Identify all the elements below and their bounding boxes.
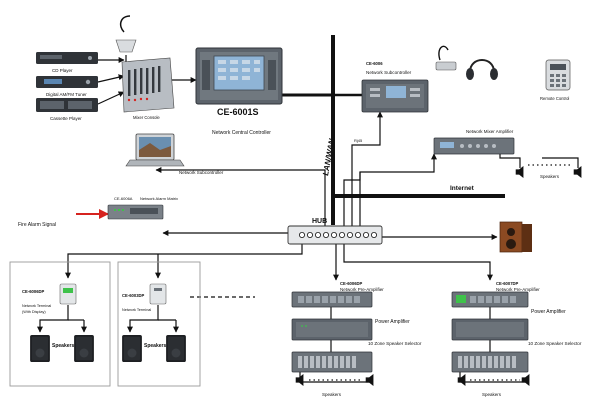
subctl-right-model: CE-6006 <box>366 61 383 66</box>
rj45-label: Rj45 <box>354 138 363 143</box>
mic-icon <box>115 15 137 53</box>
tuner: Digital AM/FM Tuner <box>36 76 98 97</box>
internet-label: Internet <box>450 185 475 192</box>
term2-name: Network Terminal <box>122 308 151 312</box>
controller-model: CE-6001S <box>217 107 259 117</box>
pre2-zone-label: 10 Zone Speaker Selector <box>528 341 582 346</box>
subcontroller-left-label: Network Subcontroller <box>179 170 224 175</box>
network-terminal-2: CE-6003DP Network Terminal Speakers <box>122 283 186 362</box>
term1-name: Network Terminal <box>22 304 51 308</box>
term1-model: CE-6006DP <box>22 289 45 294</box>
cassette-player: Cassette Player <box>36 98 98 121</box>
pre1-power-label: Power Amplifier <box>375 319 410 325</box>
pre2-name: Network Pre-Amplifier <box>496 287 540 292</box>
remote-label: Remote Control <box>540 96 569 101</box>
hub: HUB <box>287 218 383 245</box>
pre1-name: Network Pre-Amplifier <box>340 287 384 292</box>
mixer-amp-label: Network Mixer Amplifier <box>466 129 514 134</box>
alarm-matrix: CE-6006A Network Alarm Matrix Fire Alarm… <box>18 196 178 228</box>
controller-name: Network Central Controller <box>212 130 271 136</box>
tuner-label: Digital AM/FM Tuner <box>46 92 87 97</box>
speakers-label-top: Speakers <box>540 174 560 179</box>
terminal-frame-2 <box>117 261 201 387</box>
subctl-right-name: Network Subcontroller <box>366 70 412 75</box>
cd-player-label: CD Player <box>52 68 73 73</box>
alarm-name: Network Alarm Matrix <box>140 196 178 201</box>
mixer-label: Mixer Console <box>133 115 160 120</box>
cd-player: CD Player <box>36 52 98 73</box>
wooden-speaker-icon <box>499 221 532 253</box>
term2-model: CE-6003DP <box>122 293 145 298</box>
alarm-model: CE-6006A <box>114 196 133 201</box>
terminal-frame-1 <box>9 261 111 387</box>
headphones-icon <box>466 59 498 80</box>
speakers-label-pre1: Speakers <box>322 392 342 397</box>
subcontroller-right: CE-6006 Network Subcontroller <box>361 61 429 113</box>
fire-alarm-label: Fire Alarm Signal <box>18 222 56 228</box>
pre1-model: CE-6006DP <box>340 281 363 286</box>
network-terminal-1: CE-6006DP Network Terminal (With Display… <box>22 283 94 362</box>
pre2-power-label: Power Amplifier <box>531 309 566 315</box>
pre1-zone-label: 10 Zone Speaker Selector <box>368 341 422 346</box>
pre2-model: CE-6007DP <box>496 281 519 286</box>
preamp-stack-2: CE-6007DP Network Pre-Amplifier Power Am… <box>451 281 582 397</box>
wiring <box>37 35 579 383</box>
laptop-subcontroller: Network Subcontroller <box>125 133 224 175</box>
speakers-label-pre2: Speakers <box>482 392 502 397</box>
hub-label: HUB <box>312 218 327 225</box>
mixer-console: Mixer Console <box>121 57 175 120</box>
cassette-label: Cassette Player <box>50 116 82 121</box>
preamp-stack-1: CE-6006DP Network Pre-Amplifier Power Am… <box>291 281 422 397</box>
mixer-amplifier: Network Mixer Amplifier <box>433 129 515 155</box>
remote-control: Remote Control <box>540 59 571 101</box>
speaker-cone-icons: Speakers <box>515 166 582 179</box>
speakers-label-t2: Speakers <box>144 343 166 349</box>
central-controller: CE-6001S Network Central Controller <box>195 47 283 136</box>
term1-sub: (With Display) <box>22 310 46 314</box>
desk-mic-icon <box>435 45 457 71</box>
speakers-label-t1: Speakers <box>52 343 74 349</box>
